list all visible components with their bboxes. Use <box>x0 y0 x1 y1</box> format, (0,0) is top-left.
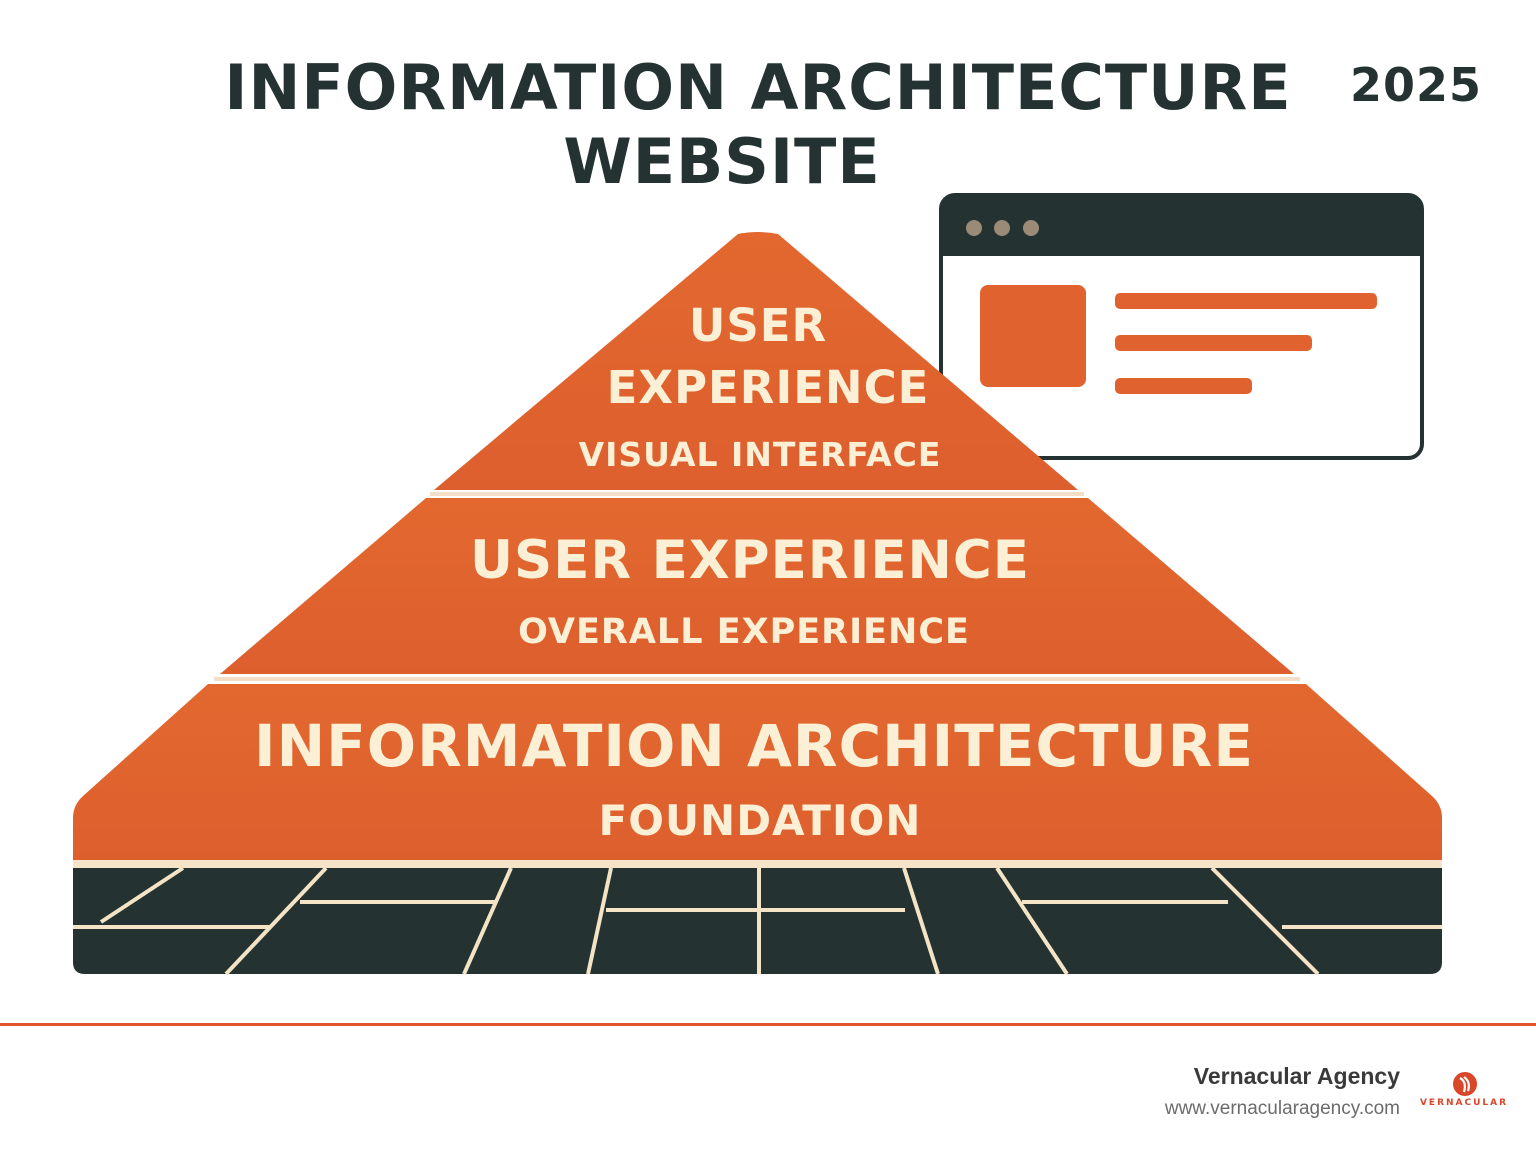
text-line-icon <box>1115 378 1252 394</box>
browser-window-icon <box>939 193 1424 460</box>
tier-3-subtitle: FOUNDATION <box>598 796 922 845</box>
image-placeholder-icon <box>980 285 1086 387</box>
title-line-1: INFORMATION ARCHITECTURE <box>224 51 1292 124</box>
footer-divider <box>0 1023 1536 1026</box>
pyramid-tier-middle <box>220 498 1294 674</box>
title-line-2: WEBSITE <box>563 125 881 198</box>
year-label: 2025 <box>1349 58 1482 112</box>
vernacular-logo-icon <box>1453 1072 1477 1096</box>
tier-1-heading-line-2: EXPERIENCE <box>606 361 930 414</box>
tier-2-heading: USER EXPERIENCE <box>470 530 1030 591</box>
logo-wordmark: VERNACULAR <box>1419 1098 1509 1108</box>
floor-grid <box>73 866 1442 976</box>
tier-1-heading-line-1: USER <box>688 299 828 352</box>
agency-url[interactable]: www.vernacularagency.com <box>1164 1098 1400 1119</box>
pyramid-tier-base <box>73 684 1442 860</box>
window-dot-icon <box>994 220 1010 236</box>
tier-1-subtitle: VISUAL INTERFACE <box>578 435 942 474</box>
window-dot-icon <box>966 220 982 236</box>
agency-name: Vernacular Agency <box>1193 1063 1400 1089</box>
tier-2-subtitle: OVERALL EXPERIENCE <box>518 612 970 652</box>
text-line-icon <box>1115 293 1377 309</box>
tier-3-heading: INFORMATION ARCHITECTURE <box>254 712 1254 780</box>
text-line-icon <box>1115 335 1312 351</box>
pyramid-tier-top <box>434 232 1078 490</box>
window-dot-icon <box>1023 220 1039 236</box>
